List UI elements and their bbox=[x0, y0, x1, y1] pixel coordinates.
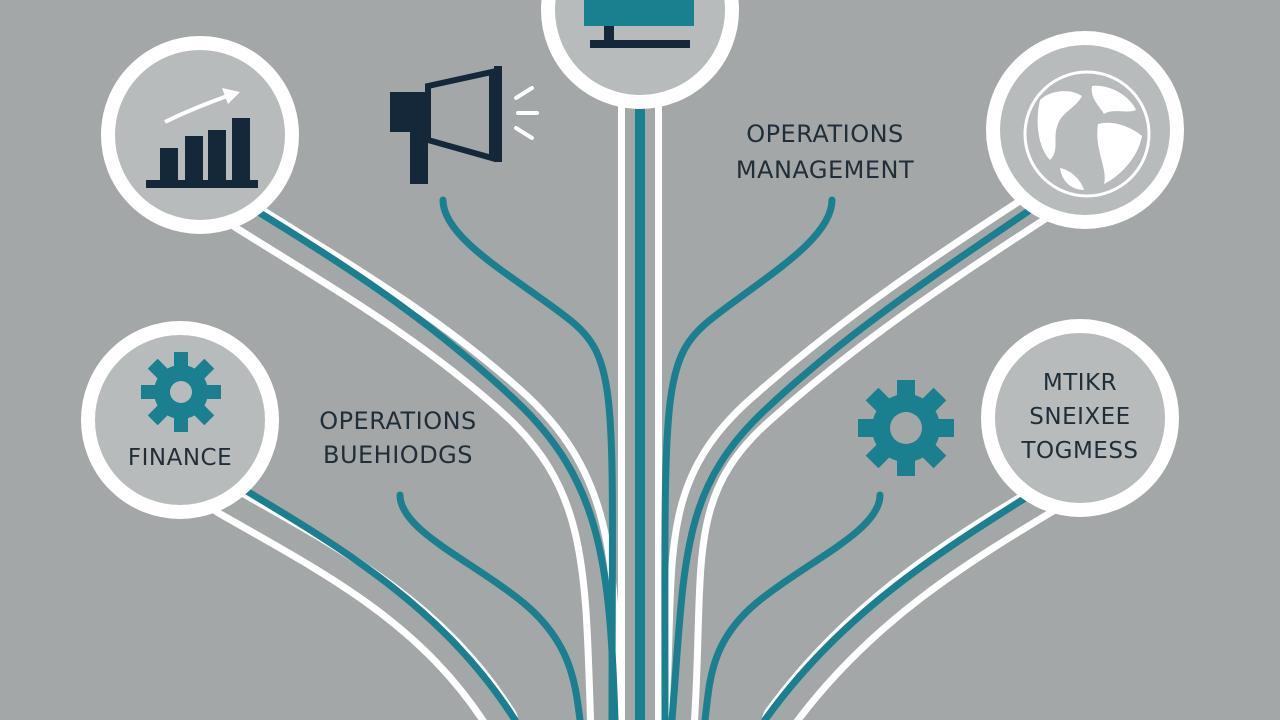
label-finance: FINANCE bbox=[127, 445, 233, 471]
label-line: TOGMESS bbox=[1021, 438, 1139, 464]
teal-line-bottom-right bbox=[761, 491, 1034, 720]
monitor-icon bbox=[584, 0, 694, 48]
teal-line-center-gear bbox=[701, 491, 884, 720]
label-operations-business: OPERATIONS BUEHIODGS bbox=[278, 404, 518, 472]
gear-icon bbox=[858, 380, 954, 476]
teal-line-megaphone bbox=[439, 196, 616, 720]
teal-line-bottom-left bbox=[241, 486, 519, 720]
gear-icon bbox=[141, 352, 221, 432]
label-right-bottom-node: MTIKR SNEIXEE TOGMESS bbox=[1000, 366, 1160, 468]
teal-line-top-right bbox=[668, 206, 1034, 720]
teal-line-ops-management bbox=[661, 196, 836, 720]
label-line: MANAGEMENT bbox=[735, 156, 915, 184]
label-line: OPERATIONS bbox=[746, 120, 904, 148]
node-bottom-right bbox=[981, 319, 1179, 517]
label-line: MTIKR bbox=[1042, 370, 1118, 396]
growth-chart-icon bbox=[146, 88, 258, 188]
label-line: SNEIXEE bbox=[1029, 404, 1131, 430]
node-top-left bbox=[101, 36, 299, 234]
label-line: BUEHIODGS bbox=[322, 441, 474, 469]
globe-icon bbox=[1023, 70, 1151, 198]
teal-lines bbox=[241, 80, 1034, 720]
teal-line-ops-business bbox=[396, 491, 584, 720]
label-operations-management: OPERATIONS MANAGEMENT bbox=[700, 116, 950, 188]
label-line: OPERATIONS bbox=[319, 407, 477, 435]
megaphone-icon bbox=[390, 66, 539, 184]
teal-line-top-left bbox=[251, 206, 619, 720]
